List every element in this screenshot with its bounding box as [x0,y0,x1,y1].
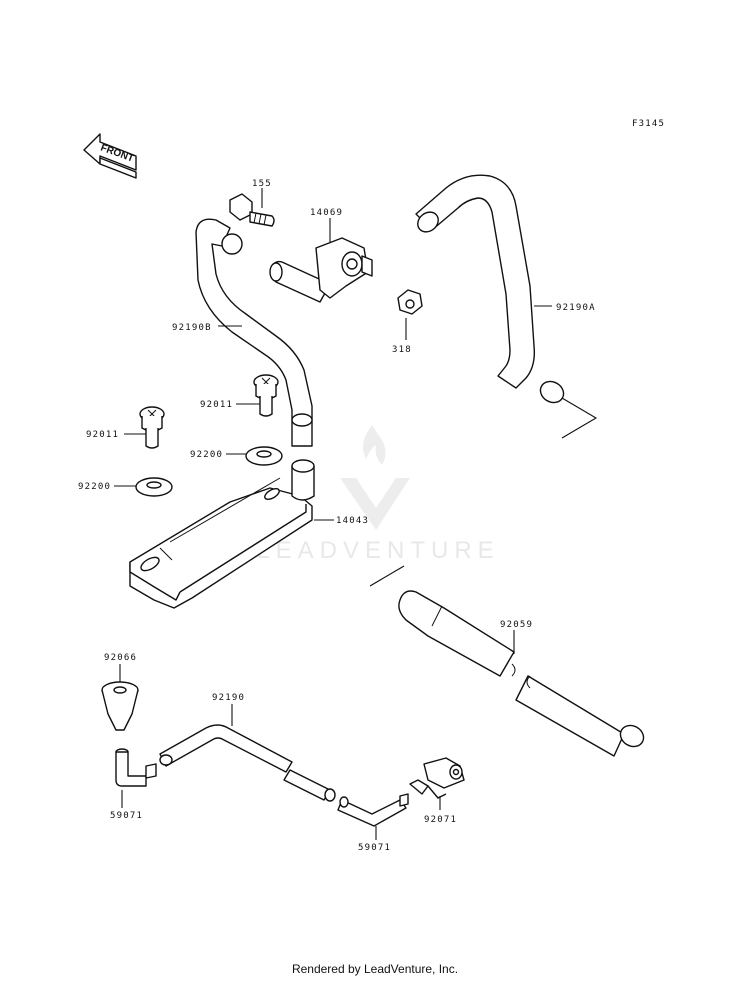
fitting-14069 [269,237,373,303]
label-92011-lower: 92011 [86,430,119,440]
label-92059: 92059 [500,620,533,630]
elbow-59071-right [337,793,409,827]
label-14043: 14043 [336,516,369,526]
label-92190: 92190 [212,693,245,703]
label-92200-lower: 92200 [78,482,111,492]
elbow-59071-left [115,748,157,787]
label-92200-upper: 92200 [190,450,223,460]
bolt-155 [229,193,275,227]
label-92071: 92071 [424,815,457,825]
footer-credit: Rendered by LeadVenture, Inc. [291,962,459,976]
joint-92071 [409,757,465,799]
screw-92011-lower [139,406,165,449]
figure-code: F3145 [632,119,665,129]
watermark-text: LEADVENTURE [256,537,499,564]
label-92066: 92066 [104,653,137,663]
leadventure-watermark: LEADVENTURE [256,425,499,564]
grommet-92066 [101,681,139,731]
hose-92059 [369,565,645,757]
label-59071-right: 59071 [358,843,391,853]
label-92190B: 92190B [172,323,212,333]
label-92011-upper: 92011 [200,400,233,410]
label-318: 318 [392,345,412,355]
label-92190A: 92190A [556,303,596,313]
nut-318 [397,289,423,315]
label-59071-left: 59071 [110,811,143,821]
screw-92011-upper [253,374,279,417]
front-arrow-icon: FRONT [83,133,137,179]
cover-14043 [129,459,315,609]
washer-92200-upper [245,446,283,466]
washer-92200-lower [135,477,173,497]
hose-92190A [415,174,565,404]
label-155: 155 [252,179,272,189]
hose-92190B [195,218,313,447]
label-14069: 14069 [310,208,343,218]
hose-92190 [159,724,336,802]
